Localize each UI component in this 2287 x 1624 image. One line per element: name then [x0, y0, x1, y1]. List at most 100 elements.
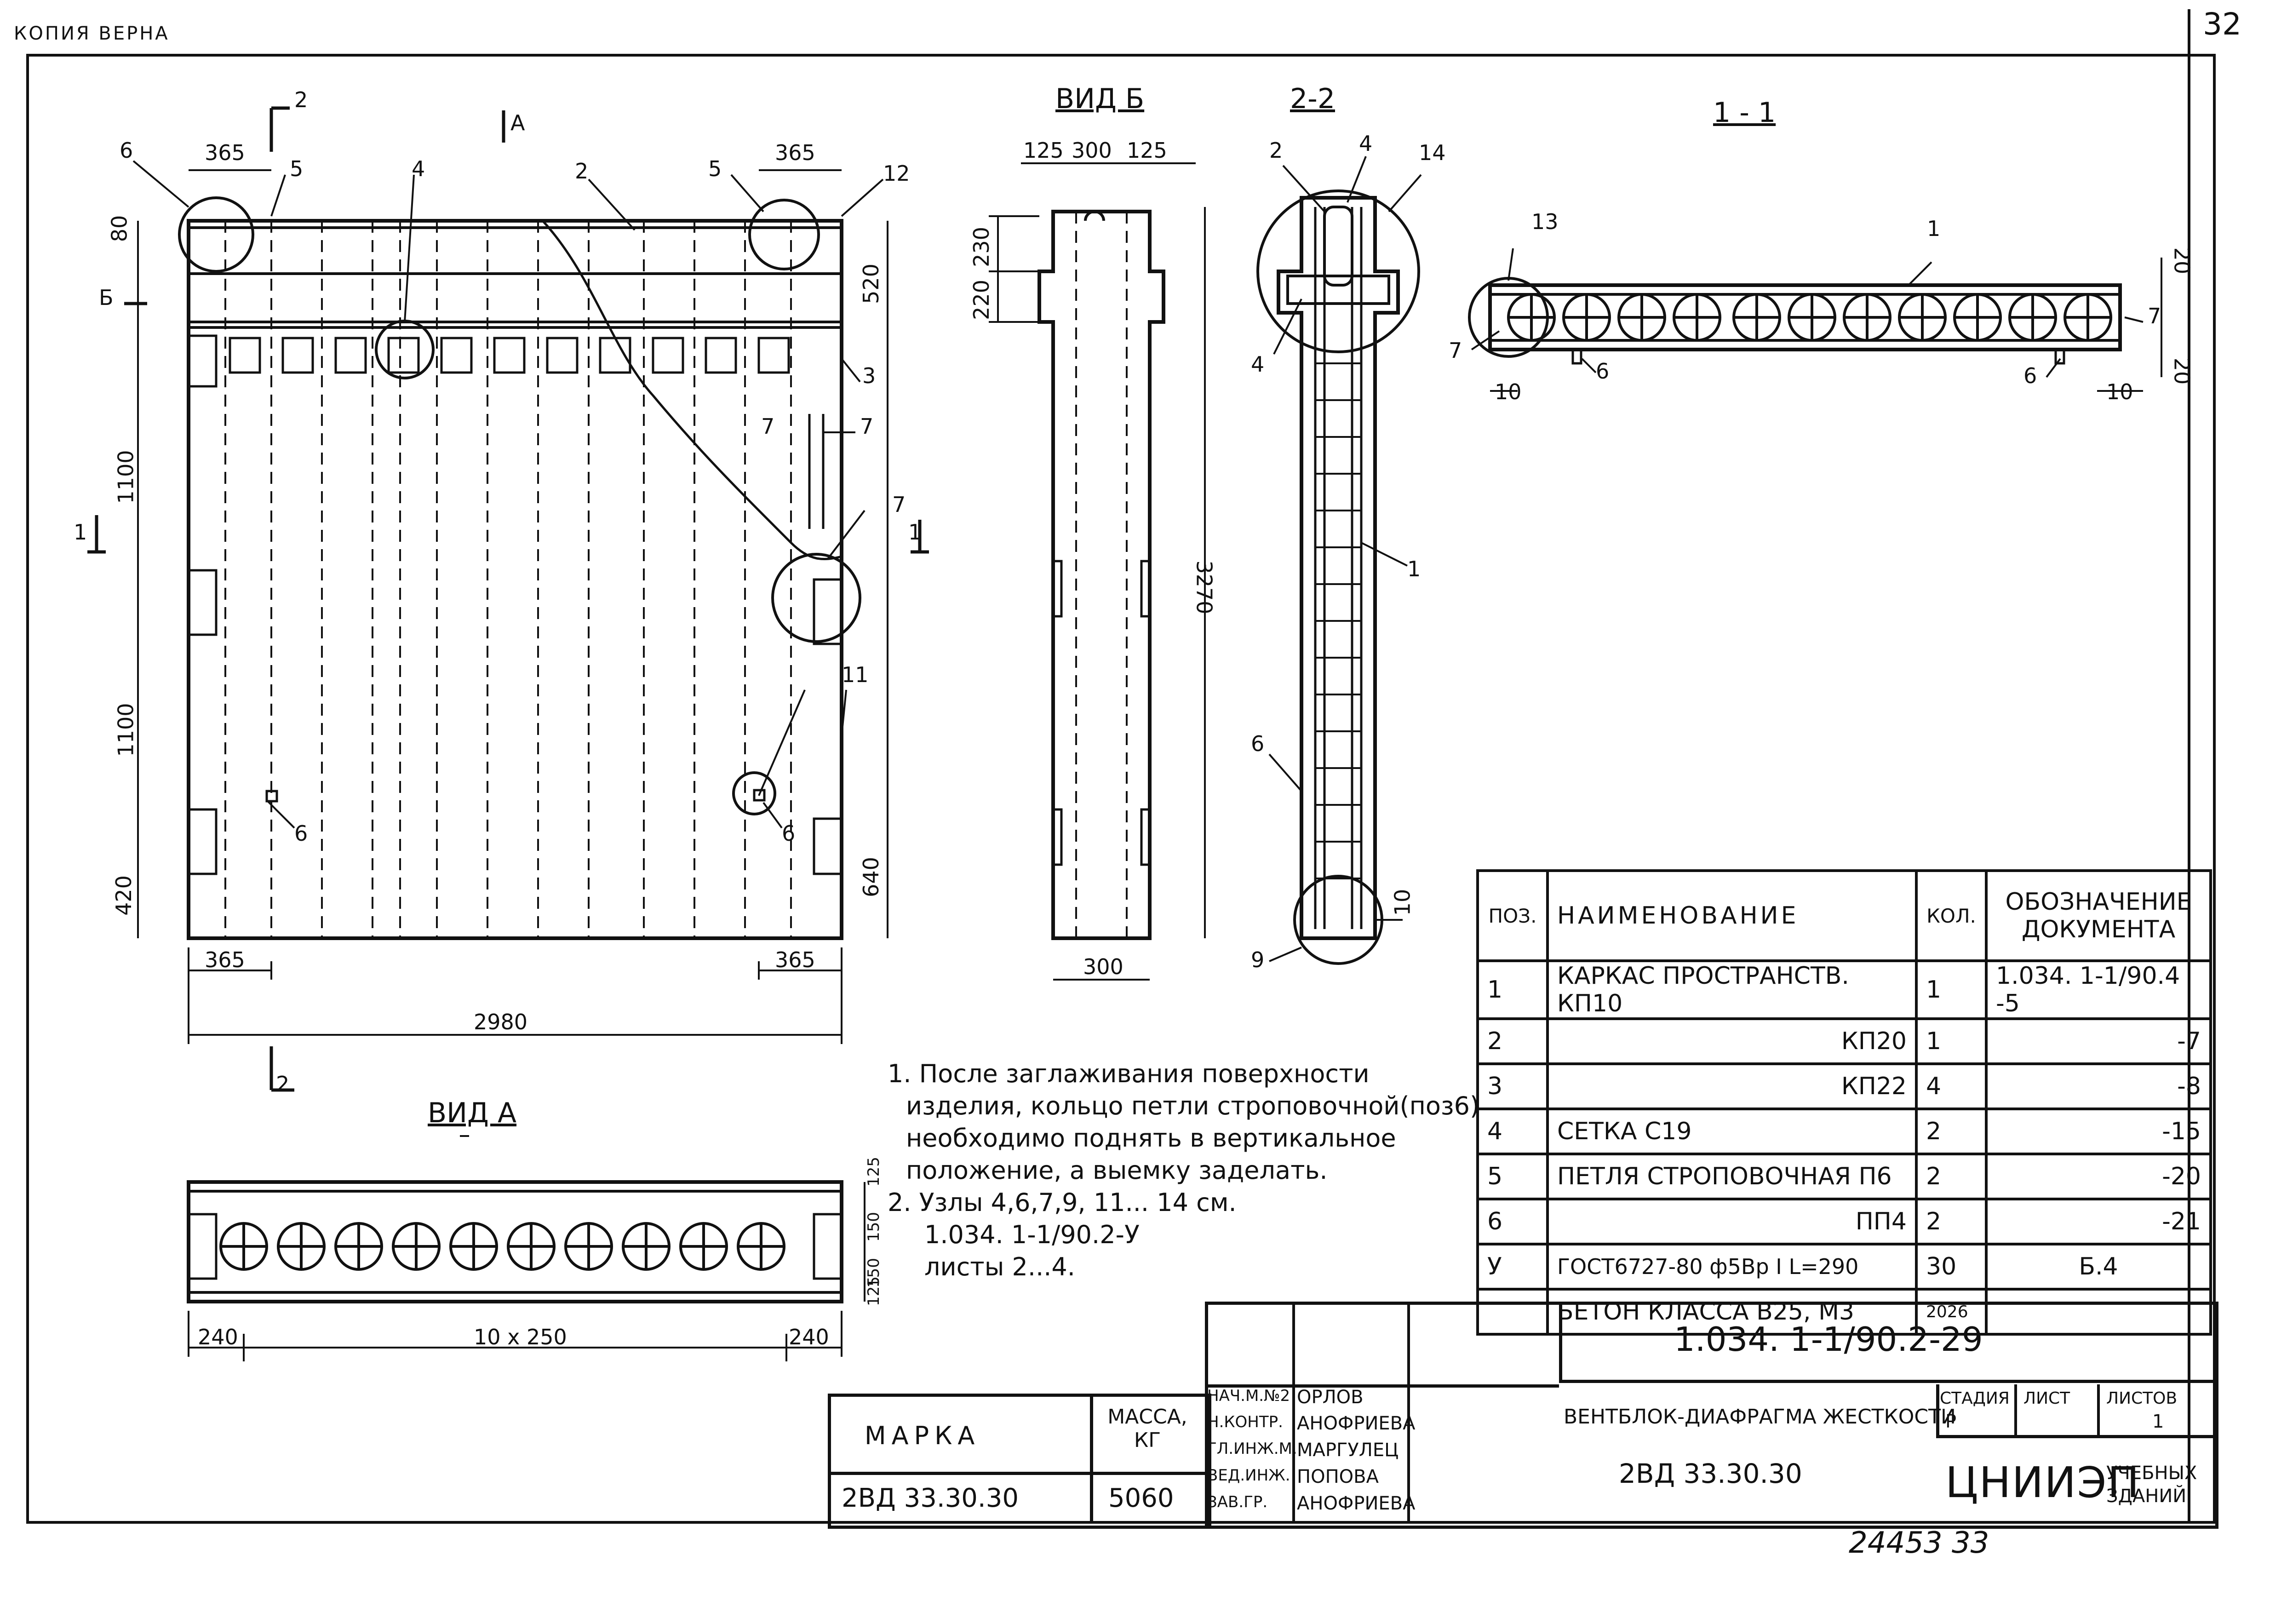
spec-qty: 1 [1915, 959, 1988, 1020]
spec-pos: 3 [1476, 1062, 1549, 1110]
spec-doc: Б.4 [1985, 1243, 2212, 1291]
callout: 2 [1269, 138, 1283, 163]
signer-name: ПОПОВА [1297, 1466, 1379, 1487]
callout: 11 [842, 662, 869, 687]
dimension: 80 [107, 215, 132, 242]
role: ЗАВ.ГР. [1207, 1493, 1268, 1511]
callout: 6 [2023, 363, 2037, 388]
spec-header-doc: ОБОЗНАЧЕНИЕ ДОКУМЕНТА [1985, 869, 2212, 962]
note-line: положение, а выемку заделать. [906, 1156, 1328, 1185]
spec-header-row: ПОЗ. НАИМЕНОВАНИЕ КОЛ. ОБОЗНАЧЕНИЕ ДОКУМ… [1476, 869, 2212, 962]
drawing-subtitle: 2ВД 33.30.30 [1619, 1458, 1802, 1489]
spec-name: СЕТКА С19 [1546, 1108, 1918, 1155]
callout: 6 [1596, 359, 1610, 384]
callout: 1 [1927, 216, 1941, 241]
spec-name: ПП4 [1546, 1198, 1918, 1245]
dimension: 420 [111, 875, 136, 916]
specification-table: ПОЗ. НАИМЕНОВАНИЕ КОЛ. ОБОЗНАЧЕНИЕ ДОКУМ… [1476, 869, 2212, 1336]
sheets-label: ЛИСТОВ [2106, 1389, 2178, 1408]
callout: 6 [294, 821, 308, 846]
spec-row: БЕТОН КЛАССА В25, М3 2026 [1476, 1288, 2212, 1336]
view-b-title: ВИД Б [1055, 83, 1145, 115]
spec-pos: 6 [1476, 1198, 1549, 1245]
mass-value: 5060 [1108, 1483, 1174, 1513]
callout: 1 [1407, 557, 1421, 581]
dimension: 3270 [1192, 560, 1217, 614]
spec-doc: -8 [1985, 1062, 2212, 1110]
marka-divider [828, 1472, 1205, 1475]
dimension: 125 [865, 1157, 883, 1187]
org-sub: ЗДАНИЙ [2106, 1486, 2187, 1507]
spec-pos: У [1476, 1243, 1549, 1291]
callout: 12 [883, 161, 910, 186]
dimension: 2980 [474, 1010, 528, 1034]
org-logo: ЦНИИЭП [1945, 1458, 2140, 1507]
general-notes: 1. После заглаживания поверхности издели… [888, 1058, 1479, 1283]
dimension: 10 [1495, 379, 1522, 404]
dimension: 20 [2169, 247, 2195, 275]
org-sub: УЧЕБНЫХ [2106, 1463, 2197, 1484]
spec-pos: 1 [1476, 959, 1549, 1020]
sign-col-divider [1292, 1302, 1295, 1522]
dimension: 640 [858, 857, 883, 897]
spec-row: 1 КАРКАС ПРОСТРАНСТВ. КП10 1 1.034. 1-1/… [1476, 959, 2212, 1020]
mass-label: МАССА, КГ [1107, 1405, 1187, 1452]
dimension: 10 x 250 [474, 1325, 567, 1349]
spec-qty: 2 [1915, 1153, 1988, 1200]
callout: 2 [575, 159, 589, 184]
section-mark: 2 [294, 87, 308, 112]
sheet-corner-number: 32 [2203, 6, 2241, 42]
spec-name: ПЕТЛЯ СТРОПОВОЧНАЯ П6 [1546, 1153, 1918, 1200]
signer-name: АНОФРИЕВА [1297, 1413, 1416, 1434]
section-mark: 1 [74, 520, 87, 545]
stage-value: Р [1945, 1411, 1957, 1432]
dimension: 240 [789, 1325, 829, 1349]
dimension: 220 [969, 280, 994, 320]
role: НАЧ.М.№2 [1207, 1387, 1290, 1405]
spec-name: КАРКАС ПРОСТРАНСТВ. КП10 [1546, 959, 1918, 1020]
title-block-frame [1205, 1302, 2218, 1529]
sheet-frame [26, 54, 2216, 1524]
dimension: 240 [198, 1325, 238, 1349]
note-line: 1.034. 1-1/90.2-У [924, 1220, 1140, 1249]
spec-pos: 4 [1476, 1108, 1549, 1155]
dimension: 520 [858, 264, 883, 304]
note-line: 1. После заглаживания поверхности [888, 1059, 1370, 1088]
signer-name: МАРГУЛЕЦ [1297, 1440, 1399, 1461]
spec-row: 6 ПП4 2 -21 [1476, 1198, 2212, 1245]
spec-name: КП20 [1546, 1017, 1918, 1065]
signer-name: ОРЛОВ [1297, 1387, 1364, 1408]
spec-qty: 2 [1915, 1108, 1988, 1155]
callout: 7 [761, 414, 775, 439]
callout: 7 [2148, 304, 2161, 328]
mass-divider [1090, 1394, 1208, 1522]
dimension: 150 [865, 1212, 883, 1242]
callout: 5 [708, 156, 722, 181]
spec-qty: 2026 [1915, 1288, 1988, 1336]
spec-name: БЕТОН КЛАССА В25, М3 [1546, 1288, 1918, 1336]
spec-doc [1985, 1288, 2212, 1336]
stage-col-divider [2097, 1384, 2100, 1435]
dimension: 230 [969, 227, 994, 267]
spec-pos: 2 [1476, 1017, 1549, 1065]
spec-pos: 5 [1476, 1153, 1549, 1200]
signer-name: АНОФРИЕВА [1297, 1493, 1416, 1514]
spec-doc: -21 [1985, 1198, 2212, 1245]
section-1-1-title: 1 - 1 [1713, 97, 1776, 129]
spec-header-name: НАИМЕНОВАНИЕ [1546, 869, 1918, 962]
callout: 6 [120, 138, 133, 163]
view-arrow-label: Б [99, 285, 114, 310]
dimension: 365 [775, 140, 815, 165]
dimension: 10 [2106, 379, 2133, 404]
section-mark: 1 [908, 520, 922, 545]
sheets-value: 1 [2152, 1411, 2164, 1432]
spec-row: 4 СЕТКА С19 2 -15 [1476, 1108, 2212, 1155]
section-mark: 2 [276, 1072, 290, 1096]
callout: 7 [892, 492, 906, 517]
spec-doc: -15 [1985, 1108, 2212, 1155]
doc-code-cell [1559, 1302, 2215, 1383]
spec-qty: 2 [1915, 1198, 1988, 1245]
dimension: 125 [865, 1276, 883, 1306]
spec-name: КП22 [1546, 1062, 1918, 1110]
dimension: 365 [205, 947, 245, 972]
